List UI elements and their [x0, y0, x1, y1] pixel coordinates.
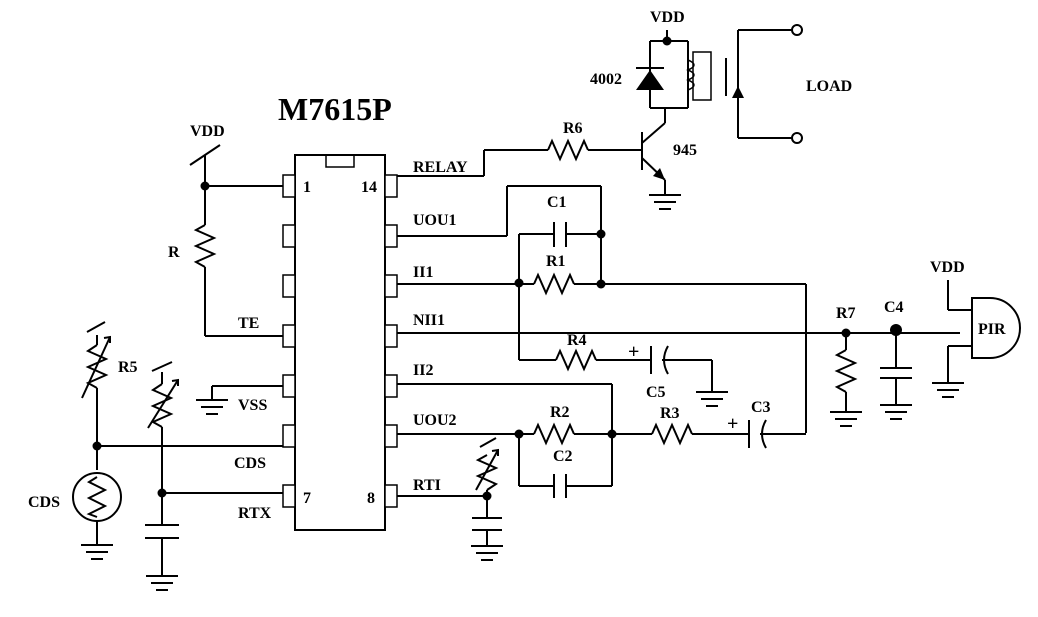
ic-title: M7615P [278, 91, 392, 127]
label-cds-pin: CDS [234, 455, 266, 472]
vdd-pir-label: VDD [930, 259, 965, 276]
r6-label: R6 [563, 120, 583, 137]
vss-ground [196, 385, 283, 415]
vdd-left-net [189, 144, 283, 337]
label-uou2: UOU2 [413, 412, 457, 429]
r1-label: R1 [546, 253, 566, 270]
label-rti: RTI [413, 477, 441, 494]
r3-label: R3 [660, 405, 680, 422]
transistor-label: 945 [673, 142, 697, 159]
relay-drive [397, 108, 681, 210]
ic-m7615p [282, 154, 398, 531]
pin-7-number: 7 [303, 490, 311, 507]
load-label: LOAD [806, 78, 852, 95]
rtx-variable-resistor [145, 361, 283, 591]
r4-c5-branch [519, 345, 728, 407]
stage2-network [397, 383, 806, 498]
c5-label: C5 [646, 384, 666, 401]
vdd-top-label: VDD [650, 9, 685, 26]
label-te: TE [238, 315, 259, 332]
c4-label: C4 [884, 299, 904, 316]
cds-photoresistor [72, 472, 122, 560]
vdd-left-label: VDD [190, 123, 225, 140]
label-rtx: RTX [238, 505, 272, 522]
c3-label: C3 [751, 399, 771, 416]
label-nii1: NII1 [413, 312, 445, 329]
r7-label: R7 [836, 305, 856, 322]
nii1-pir-net [397, 324, 960, 427]
r2-label: R2 [550, 404, 570, 421]
r4-label: R4 [567, 332, 587, 349]
label-ii2: II2 [413, 362, 433, 379]
c3-plus: + [727, 413, 738, 435]
r5-label: R5 [118, 359, 138, 376]
diode-label: 4002 [590, 71, 622, 88]
resistor-r-label: R [168, 244, 180, 261]
c2-label: C2 [553, 448, 573, 465]
pin-8-number: 8 [367, 490, 375, 507]
r5-variable-resistor [81, 321, 283, 470]
label-ii1: II1 [413, 264, 433, 281]
pin-14-number: 14 [361, 179, 377, 196]
pir-label: PIR [978, 321, 1006, 338]
label-uou1: UOU1 [413, 212, 457, 229]
c1-label: C1 [547, 194, 567, 211]
relay-coil-diode [636, 24, 803, 144]
label-vss: VSS [238, 397, 267, 414]
cds-label: CDS [28, 494, 60, 511]
c5-plus: + [628, 341, 639, 363]
rti-variable-resistor [397, 437, 503, 561]
pir-sensor [932, 280, 1021, 398]
label-relay: RELAY [413, 159, 468, 176]
pin-1-number: 1 [303, 179, 311, 196]
stage1-network [397, 185, 807, 433]
